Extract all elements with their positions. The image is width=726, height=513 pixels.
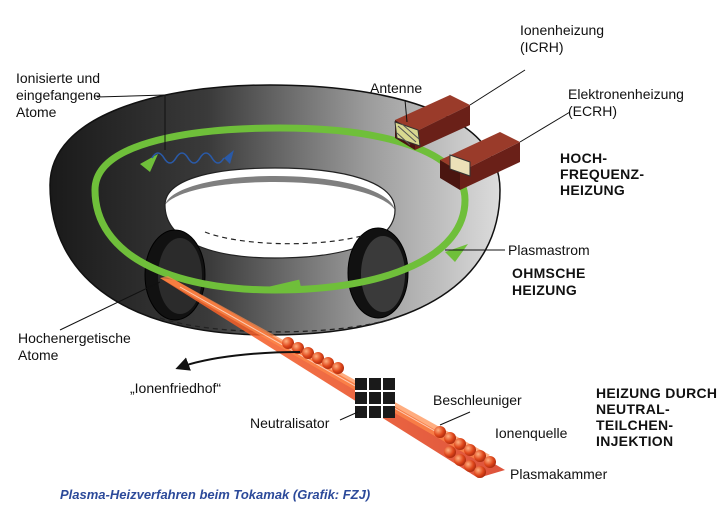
label-hf-2: FREQUENZ- <box>560 166 645 182</box>
label-nbi-2: NEUTRAL- <box>596 401 670 417</box>
label-high-energy-1: Hochenergetische <box>18 330 131 346</box>
label-plasma-chamber: Plasmakammer <box>510 466 608 482</box>
label-antenna: Antenne <box>370 80 423 96</box>
label-ohmic-1: OHMSCHE <box>512 265 586 281</box>
neutral-beam <box>59 94 505 478</box>
neutralizer-grid-icon <box>355 378 395 418</box>
label-nbi-3: TEILCHEN- <box>596 417 674 433</box>
label-ionized-1: Ionisierte und <box>16 70 101 86</box>
label-ionized-2: eingefangene <box>16 87 101 103</box>
label-hf-1: HOCH- <box>560 150 608 166</box>
label-ohmic-2: HEIZUNG <box>512 282 578 298</box>
label-hf-3: HEIZUNG <box>560 182 626 198</box>
label-high-energy-2: Atome <box>18 347 59 363</box>
particle-balls <box>282 337 496 478</box>
label-ecrh-2: (ECRH) <box>568 103 617 119</box>
heater-boxes <box>394 69 571 190</box>
label-plasma-current: Plasmastrom <box>508 242 590 258</box>
plasma-arrow-icon <box>445 244 468 262</box>
label-nbi-4: INJEKTION <box>596 433 674 449</box>
label-neutralizer: Neutralisator <box>250 415 330 431</box>
figure-caption: Plasma-Heizverfahren beim Tokamak (Grafi… <box>60 487 371 502</box>
label-accelerator: Beschleuniger <box>433 392 522 408</box>
label-nbi-1: HEIZUNG DURCH <box>596 385 718 401</box>
label-ion-source: Ionenquelle <box>495 425 568 441</box>
label-ecrh-1: Elektronenheizung <box>568 86 684 102</box>
label-icrh-1: Ionenheizung <box>520 22 605 38</box>
spiral-ions-icon <box>151 152 225 164</box>
label-icrh-2: (ICRH) <box>520 39 564 55</box>
plasma-ring <box>91 124 469 294</box>
label-ion-graveyard: „Ionenfriedhof“ <box>130 380 222 396</box>
label-ionized-3: Atome <box>16 104 57 120</box>
